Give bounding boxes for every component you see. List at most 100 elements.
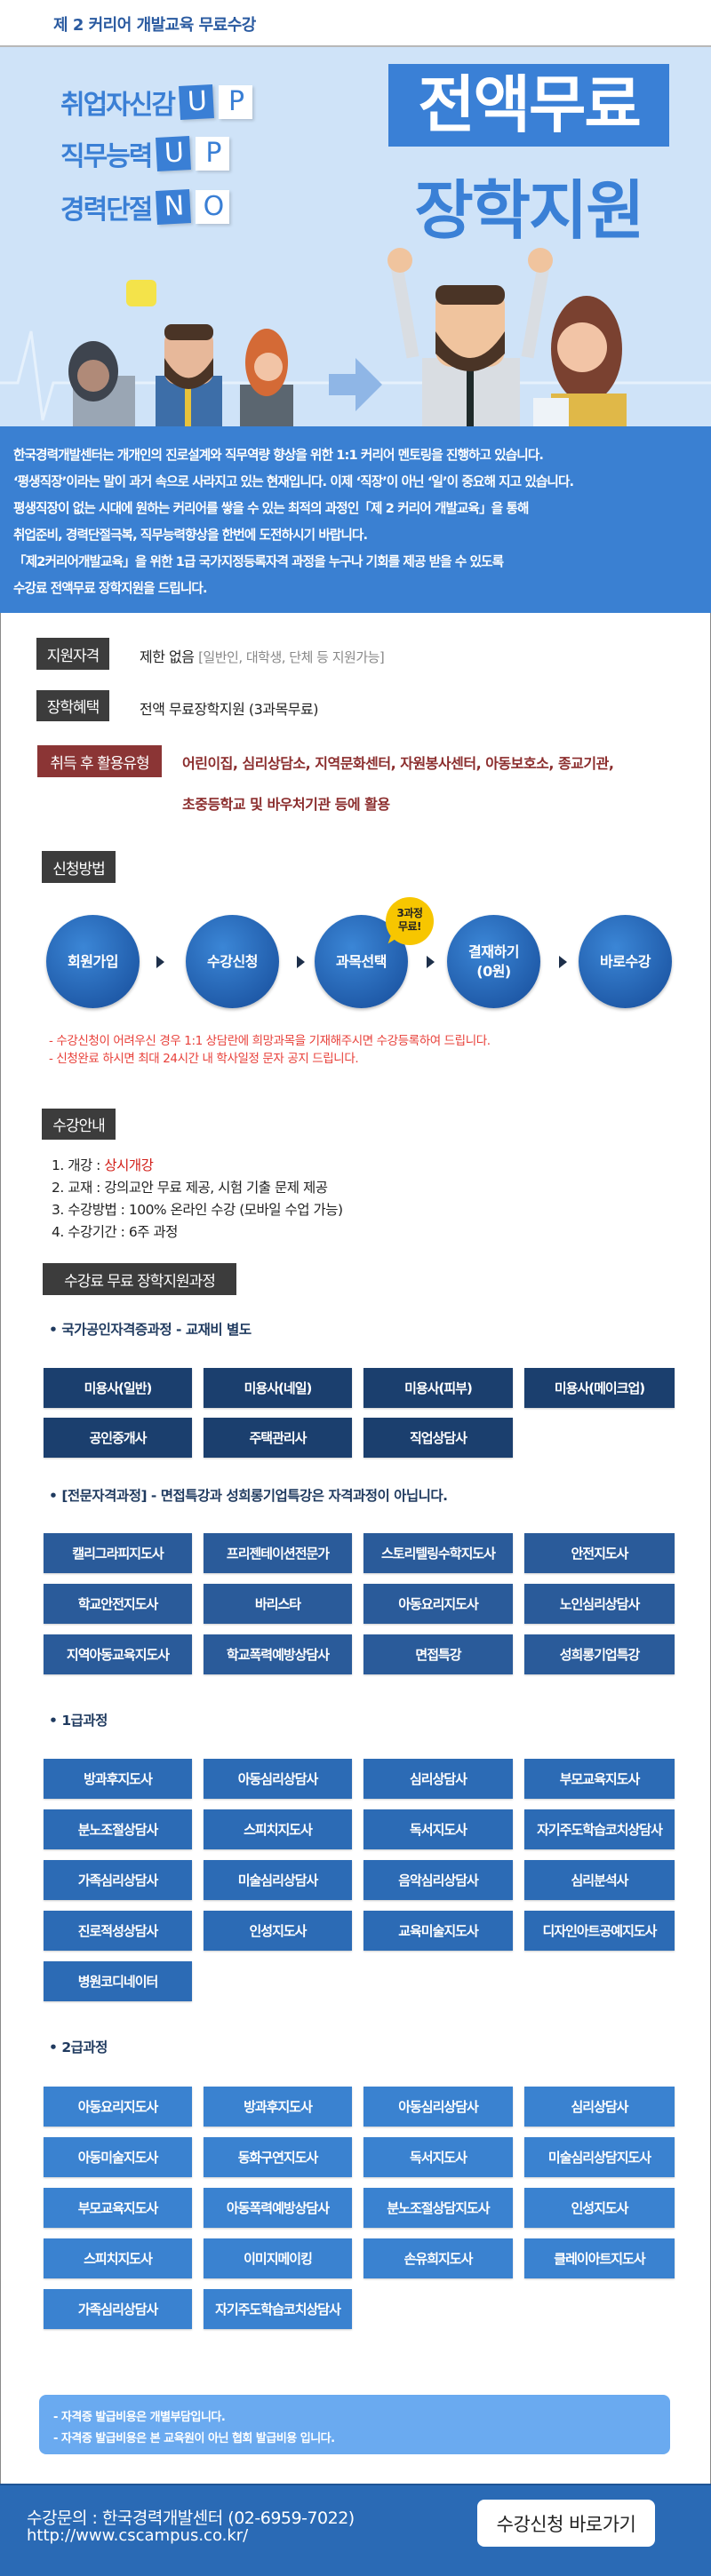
arrow-right-icon [329,358,382,411]
course-button[interactable]: 부모교육지도사 [524,1759,675,1799]
course-button[interactable]: 병원코디네이터 [44,1961,192,2001]
course-button[interactable]: 자기주도학습코치상담사 [204,2289,352,2329]
course-button[interactable]: 동화구연지도사 [204,2137,352,2177]
course-button[interactable]: 스토리텔링수학지도사 [363,1533,513,1573]
course-button[interactable]: 면접특강 [363,1634,513,1674]
course-button[interactable]: 자기주도학습코치상담사 [524,1809,675,1849]
eligibility-value: 제한 없음 [일반인, 대학생, 단체 등 지원가능] [140,645,385,666]
course-button[interactable]: 주택관리사 [204,1418,352,1458]
course-button[interactable]: 인성지도사 [204,1911,352,1951]
usage-label: 취득 후 활용유형 [37,745,162,777]
benefit-label: 장학혜택 [36,690,109,721]
course-button[interactable]: 인성지도사 [524,2188,675,2228]
course-button[interactable]: 심리상담사 [524,2087,675,2127]
course-button[interactable]: 미술심리상담사 [204,1860,352,1900]
course-button[interactable]: 손유희지도사 [363,2238,513,2278]
course-button[interactable]: 심리상담사 [363,1759,513,1799]
guide-list: 1. 개강 : 상시개강 2. 교재 : 강의교안 무료 제공, 시험 기출 문… [52,1155,343,1244]
stressed-woman-figure [68,341,135,426]
happy-man-figure [387,248,553,426]
speech-bubble-icon [126,280,156,306]
usage-line: 어린이집, 심리상담소, 지역문화센터, 자원봉사센터, 아동보호소, 종교기관… [182,755,614,772]
course-button[interactable]: 스피치지도사 [44,2238,192,2278]
course-button[interactable]: 성희롱기업특강 [524,1634,675,1674]
phrase-text: 경력단절 [60,195,153,226]
course-button[interactable]: 방과후지도사 [44,1759,192,1799]
course-button[interactable]: 음악심리상담사 [363,1860,513,1900]
page-title: 제 2 커리어 개발교육 무료수강 [53,16,256,35]
course-button[interactable]: 캘리그라피지도사 [44,1533,192,1573]
site-url-link[interactable]: http://www.cscampus.co.kr/ [27,2526,249,2545]
phrase-tag: P [219,85,252,119]
intro-line: 평생직장이 없는 시대에 원하는 커리어를 쌓을 수 있는 최적의 과정인「제 … [13,501,529,516]
contact-info: 수강문의 : 한국경력개발센터 (02-6959-7022) [27,2508,355,2528]
course-button[interactable]: 공인중개사 [44,1418,192,1458]
course-grid-national: 미용사(일반) 미용사(네일) 미용사(피부) 미용사(메이크업) 공인중개사 주택관리사… [44,1368,675,1458]
course-button[interactable]: 아동심리상담사 [204,1759,352,1799]
course-button[interactable]: 미용사(네일) [204,1368,352,1408]
course-button[interactable]: 직업상담사 [363,1418,513,1458]
course-button[interactable]: 프리젠테이션전문가 [204,1533,352,1573]
course-button[interactable]: 노인심리상담사 [524,1584,675,1624]
course-button[interactable]: 미술심리상담지도사 [524,2137,675,2177]
course-button[interactable]: 분노조절상담사 [44,1809,192,1849]
intro-panel: 한국경력개발센터는 개개인의 진로설계와 직무역량 향상을 위한 1:1 커리어… [0,426,711,613]
stressed-man-figure [126,280,222,426]
course-button[interactable]: 가족심리상담사 [44,1860,192,1900]
phrase-tag: O [196,190,230,224]
course-button[interactable]: 학교안전지도사 [44,1584,192,1624]
course-button[interactable]: 안전지도사 [524,1533,675,1573]
course-button[interactable]: 바리스타 [204,1584,352,1624]
guide-item-label: 4. 수강기간 : [52,1224,129,1240]
enroll-now-button[interactable]: 수강신청 바로가기 [477,2500,655,2547]
guide-item-value: 100% 온라인 수강 (모바일 수업 가능) [128,1202,343,1218]
course-button[interactable]: 아동요리지도사 [363,1584,513,1624]
guide-item: 3. 수강방법 : 100% 온라인 수강 (모바일 수업 가능) [52,1199,343,1221]
guide-item: 1. 개강 : 상시개강 [52,1155,343,1177]
guide-item-label: 1. 개강 : [52,1157,105,1173]
eligibility-note: [일반인, 대학생, 단체 등 지원가능] [198,649,385,665]
phrase-tag: N [156,189,192,225]
course-button[interactable]: 학교폭력예방상담사 [204,1634,352,1674]
notice-line: - 자격증 발급비용은 본 교육원이 아닌 협회 발급비용 입니다. [53,2432,335,2445]
course-button[interactable]: 가족심리상담사 [44,2289,192,2329]
course-button[interactable]: 아동폭력예방상담사 [204,2188,352,2228]
benefit-value: 전액 무료장학지원 (3과목무료) [140,701,318,718]
course-button[interactable]: 분노조절상담지도사 [363,2188,513,2228]
course-button[interactable]: 미용사(메이크업) [524,1368,675,1408]
step-signup: 회원가입 [46,915,140,1008]
course-button[interactable]: 아동미술지도사 [44,2137,192,2177]
course-button[interactable]: 이미지메이킹 [204,2238,352,2278]
course-button[interactable]: 심리분석사 [524,1860,675,1900]
course-button[interactable]: 방과후지도사 [204,2087,352,2127]
course-button[interactable]: 디자인아트공예지도사 [524,1911,675,1951]
step-arrow-icon [427,956,435,968]
usage-line: 초중등학교 및 바우처기관 등에 활용 [182,796,390,813]
course-button[interactable]: 독서지도사 [363,2137,513,2177]
eligibility-label: 지원자격 [36,638,109,670]
guide-item-value: 6주 과정 [128,1224,179,1240]
guide-item-label: 2. 교재 : [52,1180,105,1196]
step-arrow-icon [156,956,164,968]
footer: 수강문의 : 한국경력개발센터 (02-6959-7022) http://ww… [0,2484,711,2576]
apply-section-label: 신청방법 [42,851,116,883]
step-arrow-icon [297,956,305,968]
course-button[interactable]: 아동요리지도사 [44,2087,192,2127]
guide-item-label: 3. 수강방법 : [52,1202,129,1218]
course-button[interactable]: 진로적성상담사 [44,1911,192,1951]
course-button[interactable]: 독서지도사 [363,1809,513,1849]
course-button[interactable]: 지역아동교육지도사 [44,1634,192,1674]
course-button[interactable]: 부모교육지도사 [44,2188,192,2228]
course-button[interactable]: 아동심리상담사 [363,2087,513,2127]
free-badge: 3과정 무료! [386,897,434,945]
step-payment: 결재하기 (0원) [447,915,540,1008]
course-button[interactable]: 미용사(일반) [44,1368,192,1408]
course-button[interactable]: 스피치지도사 [204,1809,352,1849]
course-button[interactable]: 교육미술지도사 [363,1911,513,1951]
phrase-text: 직무능력 [60,141,153,172]
course-button[interactable]: 미용사(피부) [363,1368,513,1408]
course-button[interactable]: 클레이아트지도사 [524,2238,675,2278]
